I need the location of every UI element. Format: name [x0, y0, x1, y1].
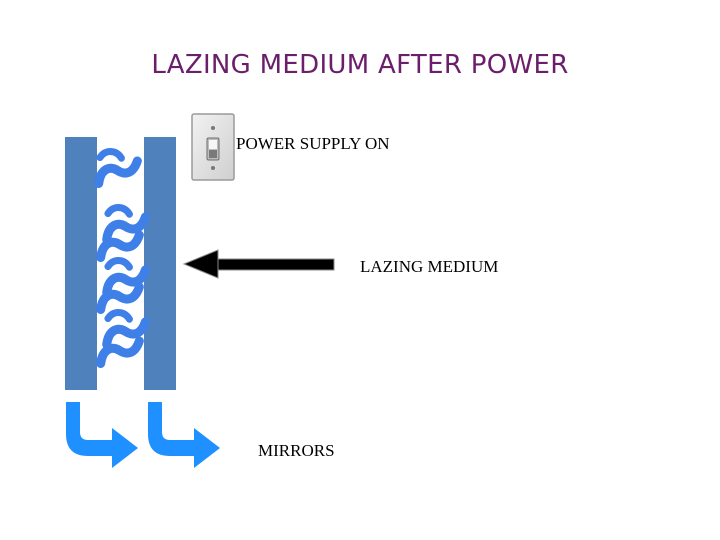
mirrors-label: MIRRORS [258, 441, 335, 460]
slide-title: LAZING MEDIUM AFTER POWER [151, 50, 569, 80]
curved-arrow-icon [148, 402, 220, 468]
light-switch-icon [191, 113, 235, 181]
wavy-photon-icon [102, 256, 150, 298]
power-supply-label: POWER SUPPLY ON [236, 134, 390, 153]
curved-arrow-icon [66, 402, 138, 468]
wavy-photon-icon [96, 282, 144, 315]
left-mirror [65, 137, 97, 390]
right-mirror [144, 137, 176, 390]
wavy-photon-icon [96, 336, 144, 369]
left-arrow-icon [182, 249, 335, 279]
lazing-medium-label: LAZING MEDIUM [360, 257, 499, 276]
wavy-photon-icon [102, 308, 150, 350]
wavy-photon-icon [94, 147, 142, 189]
wavy-photon-icon [102, 203, 150, 245]
wavy-photon-icon [96, 230, 144, 263]
